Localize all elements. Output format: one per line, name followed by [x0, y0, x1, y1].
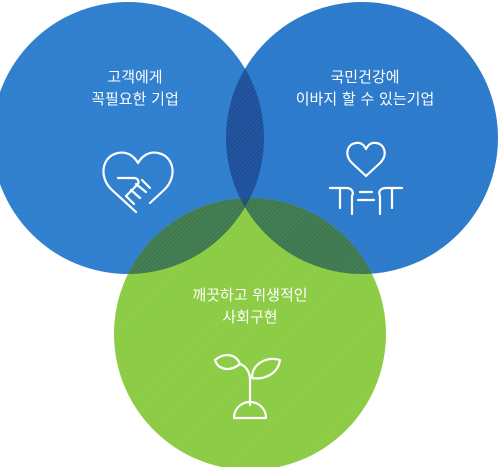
- hands-holding-heart-icon: [328, 141, 404, 216]
- handshake-heart-icon: [102, 151, 174, 214]
- circle-customer-label-line-2: 꼭필요한 기업: [91, 90, 179, 108]
- circle-society-label-line-2: 사회구현: [222, 308, 278, 326]
- circle-customer-label: 고객에게 꼭필요한 기업: [91, 66, 179, 110]
- circle-customer-label-line-1: 고객에게: [107, 68, 163, 86]
- circle-health-label-line-2: 이바지 할 수 있는기업: [295, 90, 435, 108]
- circle-health-label: 국민건강에 이바지 할 수 있는기업: [296, 66, 435, 110]
- circle-health-label-line-1: 국민건강에: [330, 68, 400, 86]
- circle-society-label-line-1: 깨끗하고 위생적인: [192, 286, 308, 304]
- sprout-icon: [213, 354, 282, 420]
- circle-society-label: 깨끗하고 위생적인 사회구현: [192, 284, 307, 328]
